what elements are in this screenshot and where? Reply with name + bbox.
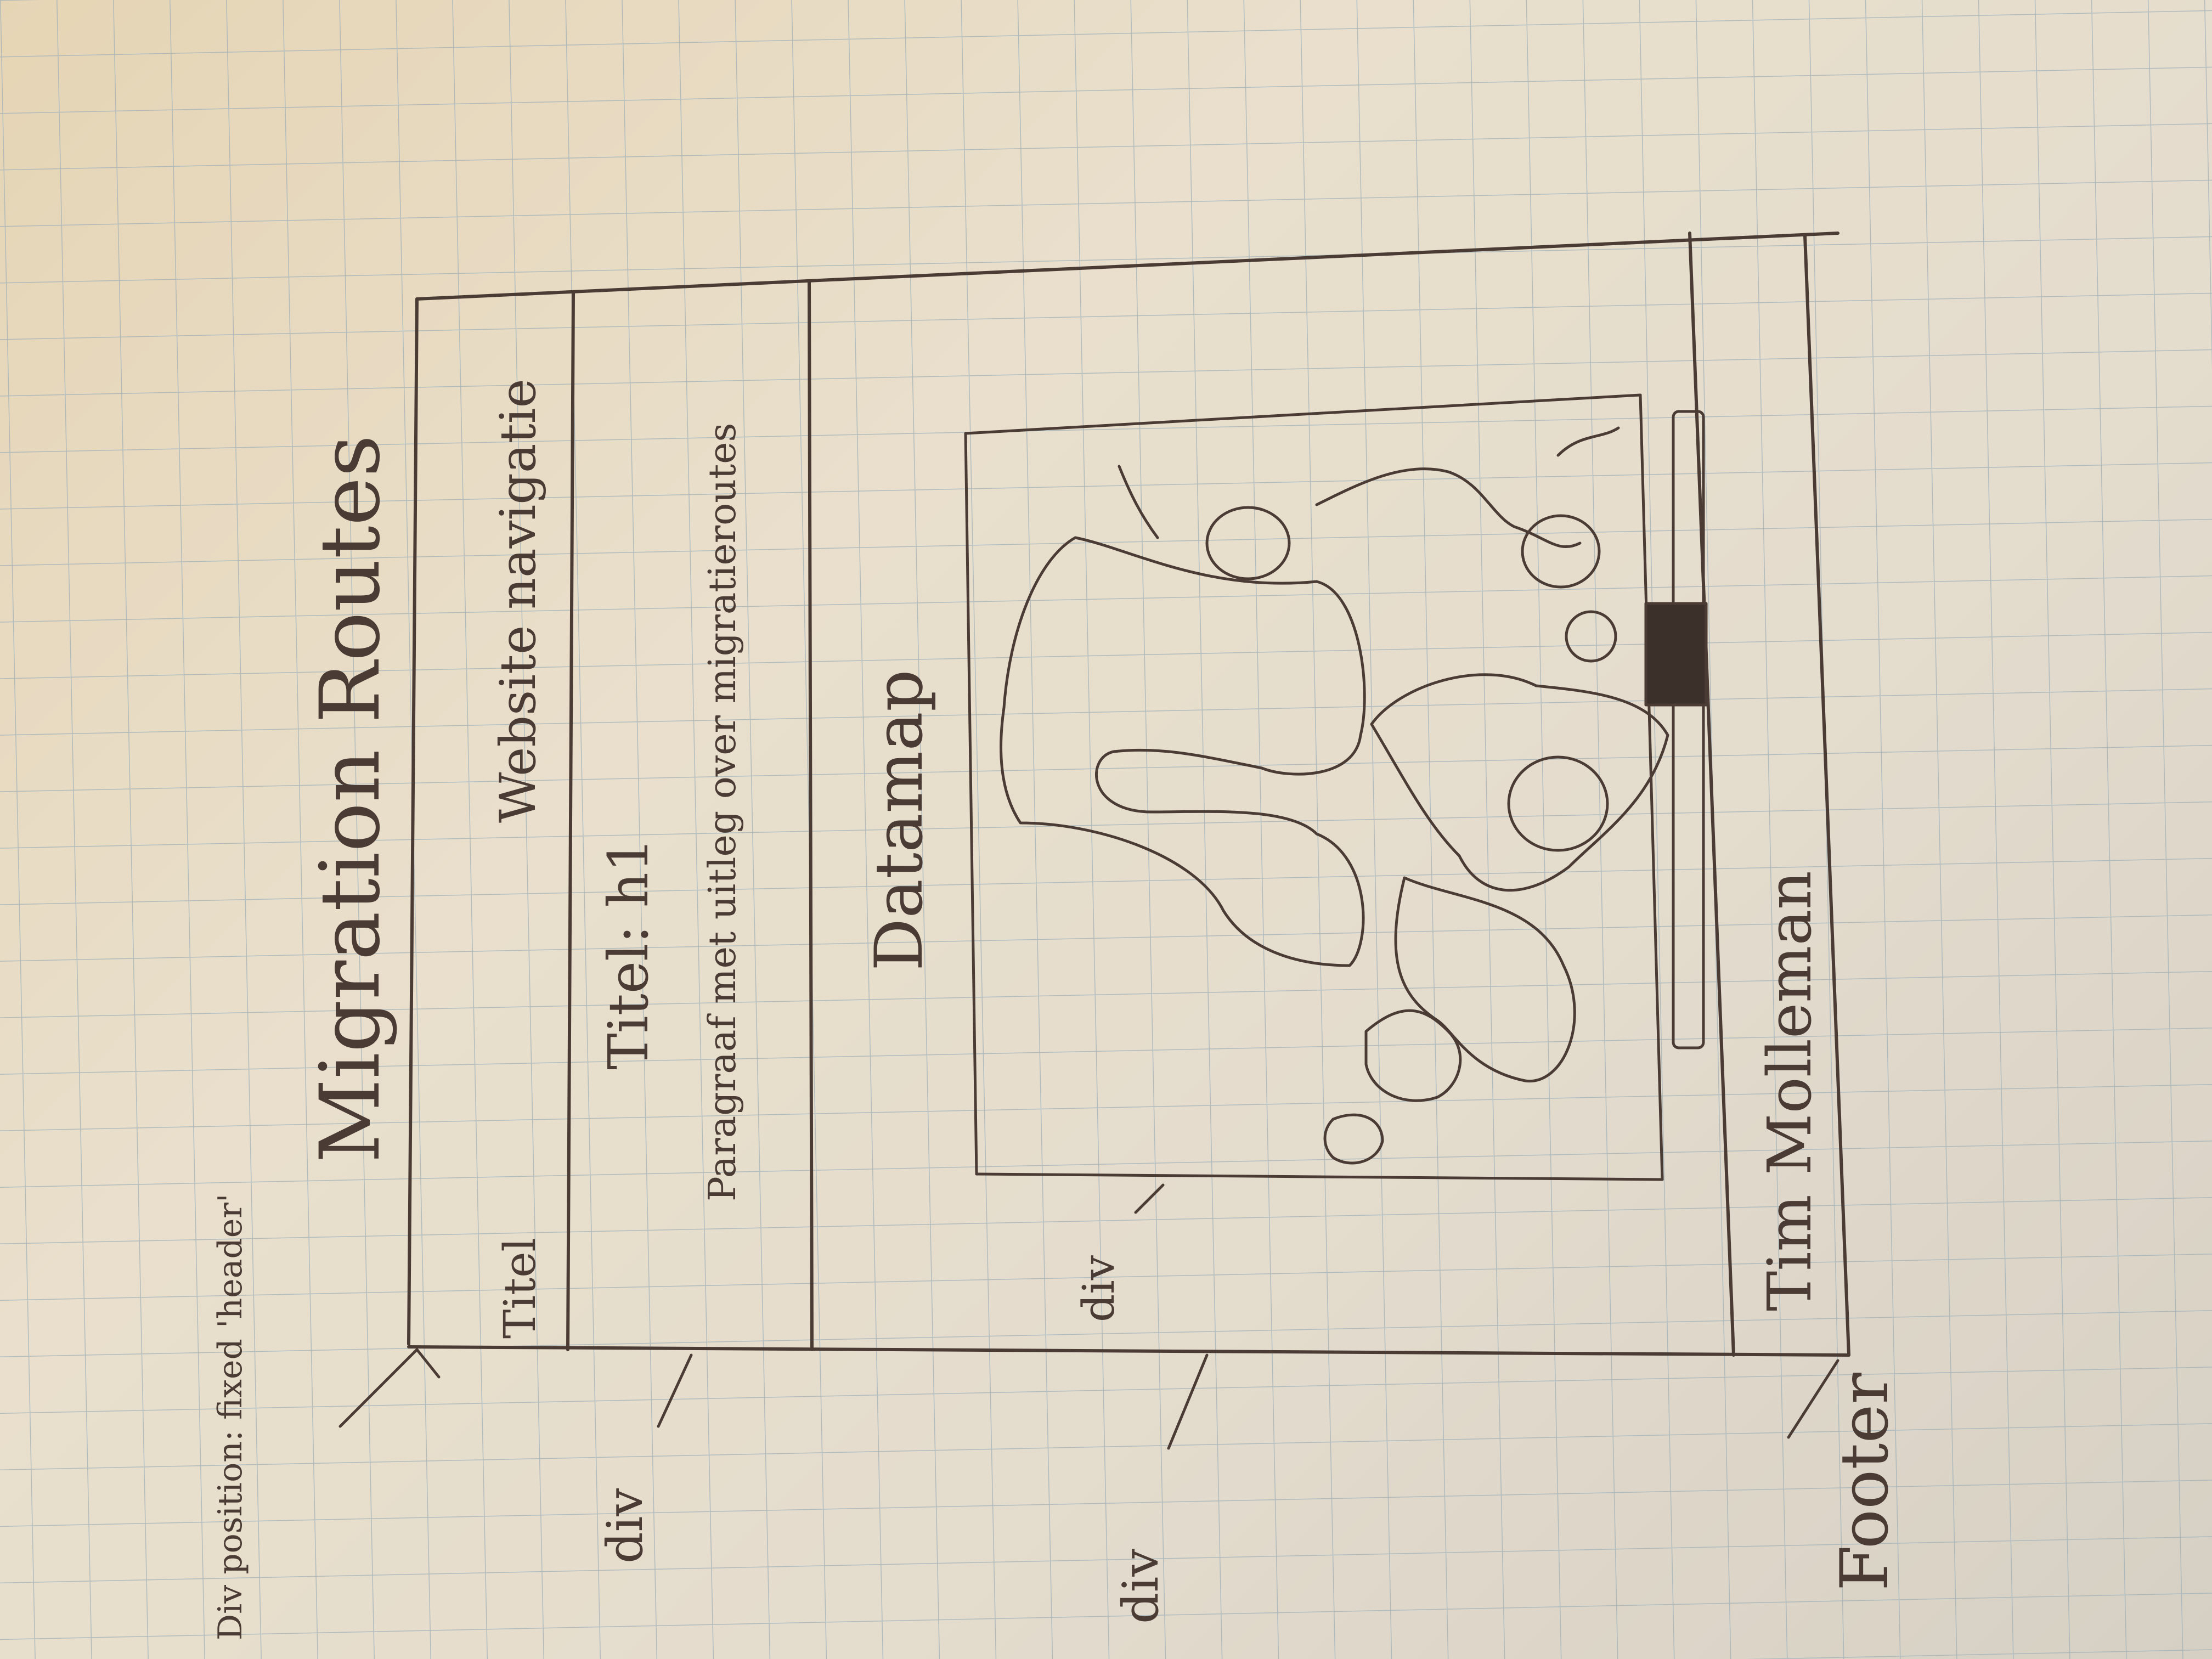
- annotation-div-map-inner: div: [1073, 1255, 1124, 1322]
- header-title-text: Migration Routes: [303, 435, 398, 1163]
- annotation-div-map: div: [1112, 1549, 1170, 1624]
- wireframe-outline: [407, 232, 1850, 1357]
- datamap-box: [964, 393, 1708, 1181]
- header-note: Div position: fixed 'header': [211, 1194, 250, 1640]
- header-title-label: Titel: [494, 1238, 545, 1339]
- annotation-footer: Footer: [1827, 1373, 1903, 1591]
- header-nav-label: Website navigatie: [489, 379, 547, 823]
- annotation-div-intro: div: [596, 1488, 654, 1564]
- scrollbar-thumb: [1644, 602, 1708, 707]
- annotation-arrows: [338, 1183, 1839, 1450]
- map-shapes: [999, 426, 1669, 1165]
- datamap-label: Datamap: [861, 669, 938, 971]
- intro-h1-label: Titel: h1: [596, 837, 661, 1070]
- footer-text: Tim Molleman: [1754, 871, 1825, 1311]
- intro-paragraph-label: Paragraaf met uitleg over migratieroutes: [701, 423, 744, 1201]
